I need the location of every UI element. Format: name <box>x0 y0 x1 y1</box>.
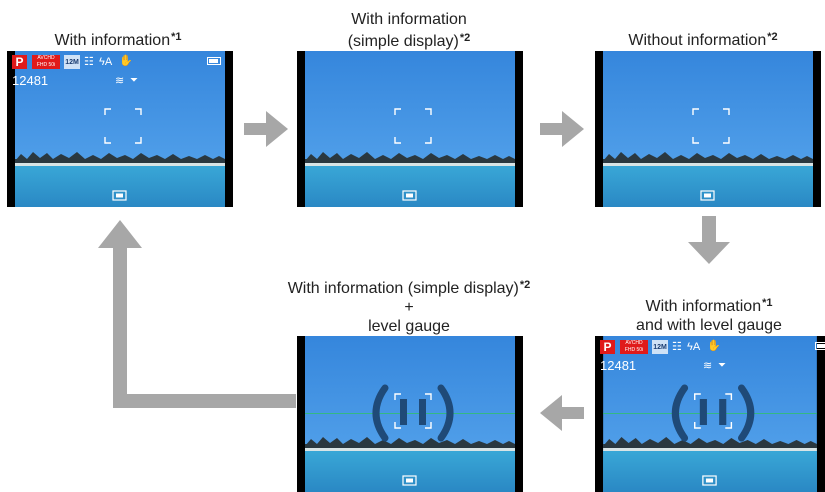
screen-with-information: P AVCHD FHD 50i 12M ☷ ϟA ✋ 12481 ≋ ⏷ <box>7 51 233 207</box>
quality-icon: ☷ <box>672 341 682 353</box>
arrow-left-icon <box>540 395 584 431</box>
arrow-right-2-icon <box>540 111 584 147</box>
footnote-mark: *1 <box>171 31 182 43</box>
screen-simple-level-gauge <box>297 336 523 492</box>
screen-simple-display <box>297 51 523 207</box>
osd-mode-badge: P <box>600 340 615 354</box>
battery-icon <box>207 57 221 65</box>
caption-without-information: Without information*2 <box>628 31 778 49</box>
osd-picture-size: 12M <box>64 55 80 69</box>
caption-with-information: With information*1 <box>54 31 182 49</box>
flash-auto-icon: ϟA <box>99 56 113 68</box>
arrow-down-icon <box>688 216 730 264</box>
osd-picture-size: 12M <box>652 340 668 354</box>
screen-info-level-gauge: P AVCHD FHD 50i 12M ☷ ϟA ✋ 12481 ≋ ⏷ <box>595 336 825 492</box>
stabilizer-icon: ✋ <box>119 55 133 67</box>
arrow-right-1-icon <box>244 111 288 147</box>
osd-recording-format-badge: AVCHD FHD 50i <box>32 55 60 69</box>
arrow-return-up-icon <box>98 220 296 408</box>
footnote-mark: *2 <box>767 31 778 43</box>
af-mode-icon: ⏷ <box>130 75 138 86</box>
osd-mode-badge: P <box>12 55 27 69</box>
remaining-shots-count: 12481 <box>600 358 637 373</box>
stabilizer-icon: ✋ <box>707 340 721 352</box>
wind-cut-icon: ≋ <box>115 75 125 87</box>
remaining-shots-count: 12481 <box>12 73 49 88</box>
screen-without-information <box>595 51 821 207</box>
af-mode-icon: ⏷ <box>718 360 726 371</box>
caption-simple-level-gauge: With information (simple display)*2 + le… <box>287 279 531 335</box>
wind-cut-icon: ≋ <box>703 360 713 372</box>
battery-icon <box>815 342 825 350</box>
osd-recording-format-badge: AVCHD FHD 50i <box>620 340 648 354</box>
caption-simple-display: With information (simple display)*2 <box>347 11 471 50</box>
flash-auto-icon: ϟA <box>687 341 701 353</box>
footnote-mark: *1 <box>762 297 773 309</box>
quality-icon: ☷ <box>84 56 94 68</box>
caption-info-level-gauge: With information*1 and with level gauge <box>636 297 782 334</box>
footnote-mark: *2 <box>459 32 471 44</box>
footnote-mark: *2 <box>519 279 531 291</box>
